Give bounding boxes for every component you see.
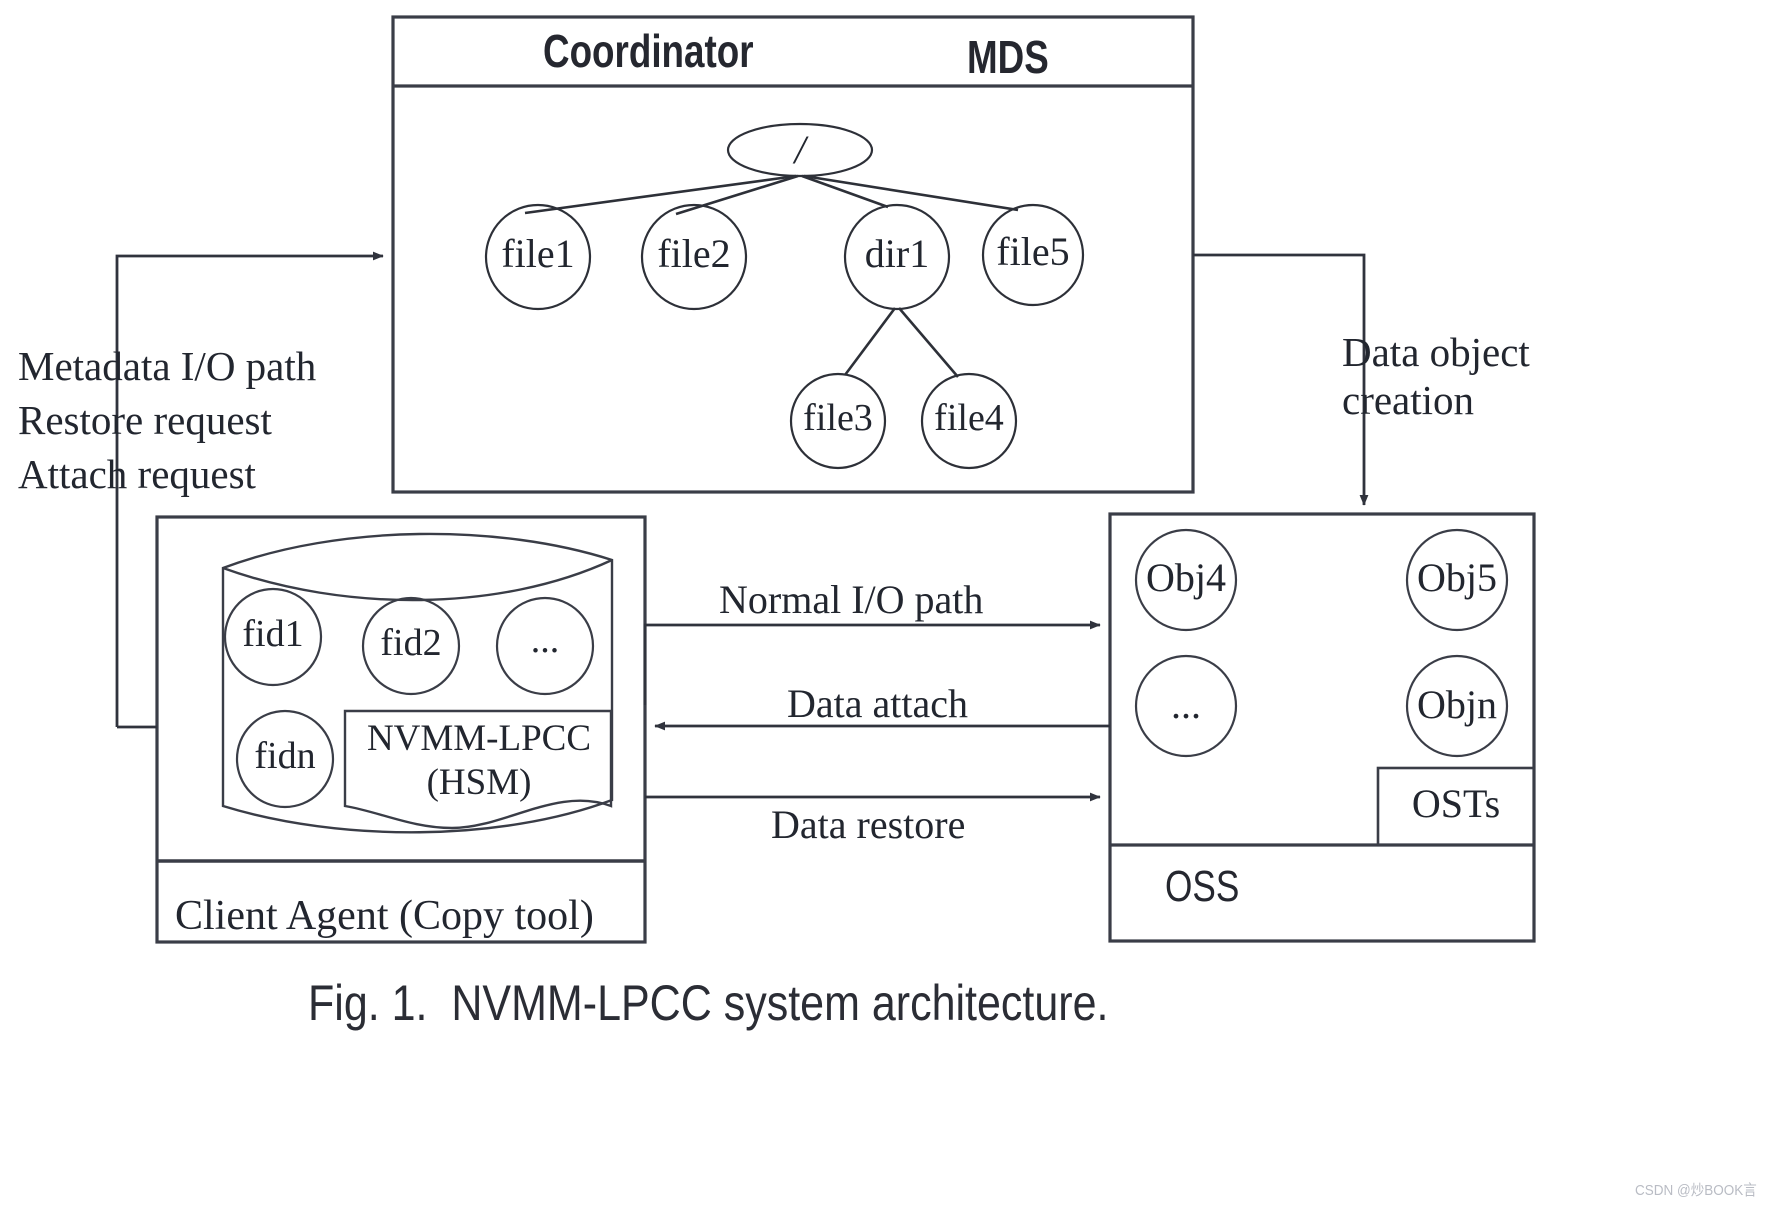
connector-data-object-creation — [1193, 253, 1369, 506]
tree-label-dir1: dir1 — [864, 231, 930, 276]
fid-circles — [223, 587, 595, 809]
tree-label-file4: file4 — [934, 397, 1004, 439]
osts-box — [1376, 766, 1536, 847]
tree-node-file3 — [789, 372, 887, 470]
fid-label-fid2: fid2 — [380, 622, 442, 664]
obj-label-objn: Objn — [1417, 682, 1497, 727]
edge-label-creation: creation — [1342, 377, 1475, 423]
edge-label-attach-request: Attach request — [18, 451, 256, 497]
tree-label-file2: file2 — [657, 231, 731, 276]
fid-label-ellipsis: ... — [530, 619, 560, 661]
tree-node-file5 — [981, 203, 1085, 307]
coordinator-label: Coordinator — [543, 25, 754, 77]
namespace-tree — [484, 122, 1085, 470]
fid-label-fid1: fid1 — [242, 613, 304, 655]
oss-panel-frame — [1108, 512, 1536, 943]
hsm-label-line2: (HSM) — [426, 762, 532, 803]
edge-label-data-attach: Data attach — [787, 681, 968, 726]
edge-label-restore-request: Restore request — [18, 397, 272, 443]
obj-circle-obj4 — [1134, 528, 1238, 632]
tree-node-file1 — [484, 203, 592, 311]
tree-label-file1: file1 — [501, 231, 575, 276]
hsm-label-line1: NVMM-LPCC — [366, 718, 592, 759]
obj-label-obj5: Obj5 — [1417, 555, 1497, 600]
oss-label: OSS — [1165, 862, 1240, 911]
fid-circle-fidn — [235, 709, 335, 809]
fid-circle-fid2 — [361, 596, 461, 696]
connector-metadata-path — [115, 251, 384, 729]
connector-normal-io-path — [643, 620, 1101, 705]
tree-node-file4 — [920, 372, 1018, 470]
oss-object-circles — [1134, 528, 1509, 758]
fid-circle-fid1 — [223, 587, 323, 687]
obj-label-ellipsis: ... — [1171, 682, 1201, 727]
edge-label-data-object: Data object — [1342, 329, 1530, 375]
csdn-watermark: CSDN @炒BOOK言 — [1635, 1182, 1757, 1199]
figure-caption: Fig. 1. NVMM-LPCC system architecture. — [308, 975, 1109, 1031]
mds-label: MDS — [967, 31, 1049, 83]
tree-label-file5: file5 — [996, 229, 1070, 274]
fid-circle-ellipsis — [495, 596, 595, 696]
tree-node-root — [726, 122, 874, 178]
obj-circle-obj5 — [1405, 528, 1509, 632]
obj-label-obj4: Obj4 — [1146, 555, 1226, 600]
osts-label: OSTs — [1411, 781, 1501, 826]
edge-label-normal-io-path: Normal I/O path — [719, 577, 984, 622]
fid-label-fidn: fidn — [254, 735, 316, 777]
client-agent-footer-label: Client Agent (Copy tool) — [175, 893, 594, 939]
tree-node-file2 — [640, 203, 748, 311]
tree-node-dir1 — [843, 203, 951, 311]
edge-label-metadata-io-path: Metadata I/O path — [18, 343, 317, 389]
edge-label-data-restore: Data restore — [771, 802, 966, 847]
hsm-box — [343, 709, 613, 830]
tree-label-root: / — [794, 127, 806, 172]
tree-label-file3: file3 — [803, 397, 873, 439]
obj-circle-objn — [1405, 654, 1509, 758]
client-agent-frame — [155, 515, 647, 944]
obj-circle-ellipsis — [1134, 654, 1238, 758]
